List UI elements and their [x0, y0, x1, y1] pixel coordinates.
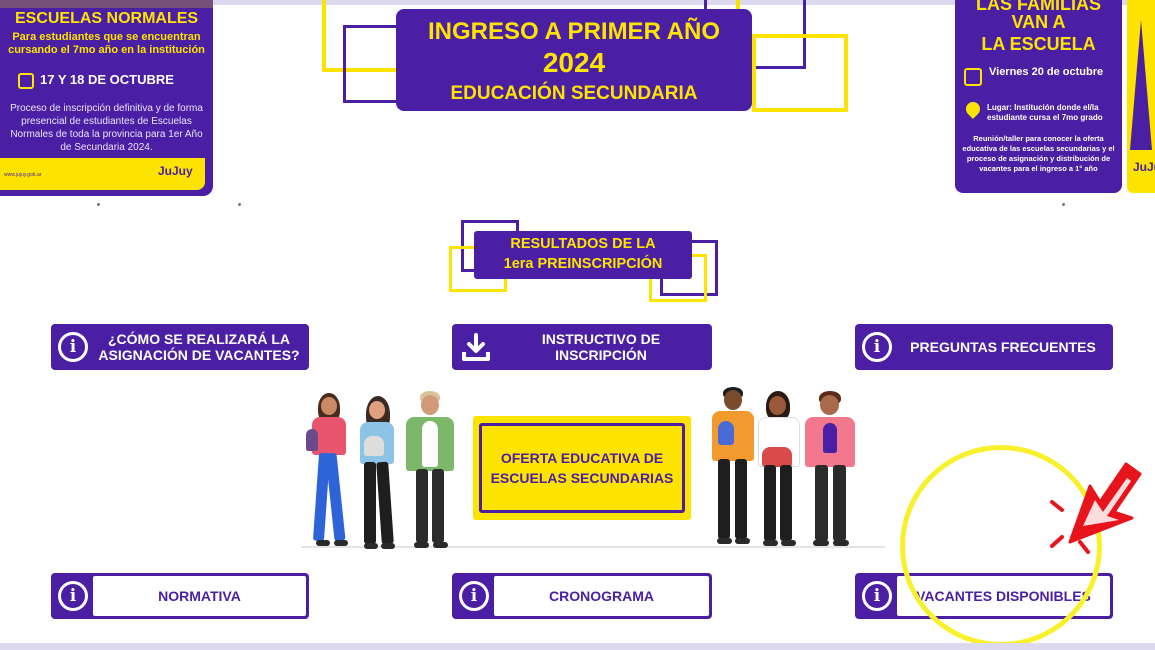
asignacion-vacantes-label: ¿CÓMO SE REALIZARÁ LA ASIGNACIÓN DE VACA…: [98, 331, 300, 363]
carousel-dot[interactable]: [97, 203, 100, 206]
right-card-title3: LA ESCUELA: [981, 34, 1096, 54]
calendar-icon: [964, 68, 982, 86]
info-circle-icon: i: [862, 581, 892, 611]
right-card-date: Viernes 20 de octubre: [989, 66, 1104, 78]
preguntas-frecuentes-label: PREGUNTAS FRECUENTES: [910, 339, 1096, 355]
oferta-label: OFERTA EDUCATIVA DE ESCUELAS SECUNDARIAS: [490, 450, 674, 486]
carousel-dot[interactable]: [238, 203, 241, 206]
student-illustration: [710, 387, 756, 547]
student-illustration: [356, 396, 400, 551]
info-circle-icon: i: [862, 332, 892, 362]
cronograma-button[interactable]: i CRONOGRAMA: [452, 573, 712, 619]
right-card-title1: LAS FAMILIAS: [976, 0, 1101, 14]
illustration-floor-line: [301, 546, 885, 548]
student-illustration: [404, 391, 456, 551]
oferta-educativa-button[interactable]: [473, 416, 691, 520]
normativa-label: NORMATIVA: [158, 588, 241, 604]
info-circle-icon: i: [459, 581, 489, 611]
results-line2: 1era PREINSCRIPCIÓN: [503, 256, 663, 272]
student-illustration: [803, 391, 857, 549]
download-icon: [462, 333, 490, 361]
left-card-cut-edge: [0, 0, 213, 8]
pointer-cursor-icon: [1050, 462, 1142, 554]
cronograma-label: CRONOGRAMA: [549, 588, 654, 604]
left-card-subtitle: Para estudiantes que se encuentran cursa…: [8, 31, 205, 56]
jujuy-logo: JuJuy: [1133, 160, 1155, 174]
instructivo-button[interactable]: INSTRUCTIVO DE INSCRIPCIÓN: [452, 324, 712, 370]
header-line1: INGRESO A PRIMER AÑO: [427, 18, 721, 45]
preguntas-frecuentes-button[interactable]: i PREGUNTAS FRECUENTES: [855, 324, 1113, 370]
right-card-title2: VAN A: [1011, 12, 1066, 32]
results-line1: RESULTADOS DE LA: [510, 236, 656, 252]
oferta-inner-frame: [479, 423, 685, 513]
asignacion-vacantes-button[interactable]: i ¿CÓMO SE REALIZARÁ LA ASIGNACIÓN DE VA…: [51, 324, 309, 370]
bottom-strip: [0, 643, 1155, 650]
header-banner: [396, 9, 752, 111]
results-button[interactable]: [474, 231, 692, 279]
right-card-place: Lugar: Institución donde el/la estudiant…: [987, 103, 1103, 122]
top-strip: [0, 0, 1155, 5]
left-card-title: ESCUELAS NORMALES: [14, 10, 199, 27]
left-card-web: www.jujuy.gob.ar: [4, 172, 42, 178]
right-promo-card[interactable]: [955, 0, 1122, 193]
right-card-body: Reunión/taller para conocer la oferta ed…: [962, 134, 1115, 173]
student-illustration: [754, 391, 802, 549]
header-line3: EDUCACIÓN SECUNDARIA: [450, 83, 698, 104]
header-year: 2024: [542, 47, 606, 78]
left-card-date: 17 Y 18 DE OCTUBRE: [18, 72, 208, 89]
button-white-panel: [93, 576, 306, 616]
left-card-date-text: 17 Y 18 DE OCTUBRE: [40, 72, 174, 87]
calendar-icon: [18, 72, 34, 89]
left-card-footer-bar: [0, 158, 205, 190]
header-deco-frame: [752, 34, 848, 112]
student-illustration: [306, 393, 352, 548]
jujuy-logo: JuJuy: [158, 164, 193, 178]
left-card-body: Proceso de inscripción definitiva y de f…: [10, 103, 203, 153]
carousel-dot[interactable]: [1062, 203, 1065, 206]
normativa-button[interactable]: i NORMATIVA: [51, 573, 309, 619]
button-white-panel: [494, 576, 709, 616]
info-circle-icon: i: [58, 581, 88, 611]
instructivo-label: INSTRUCTIVO DE INSCRIPCIÓN: [541, 331, 661, 363]
info-circle-icon: i: [58, 332, 88, 362]
